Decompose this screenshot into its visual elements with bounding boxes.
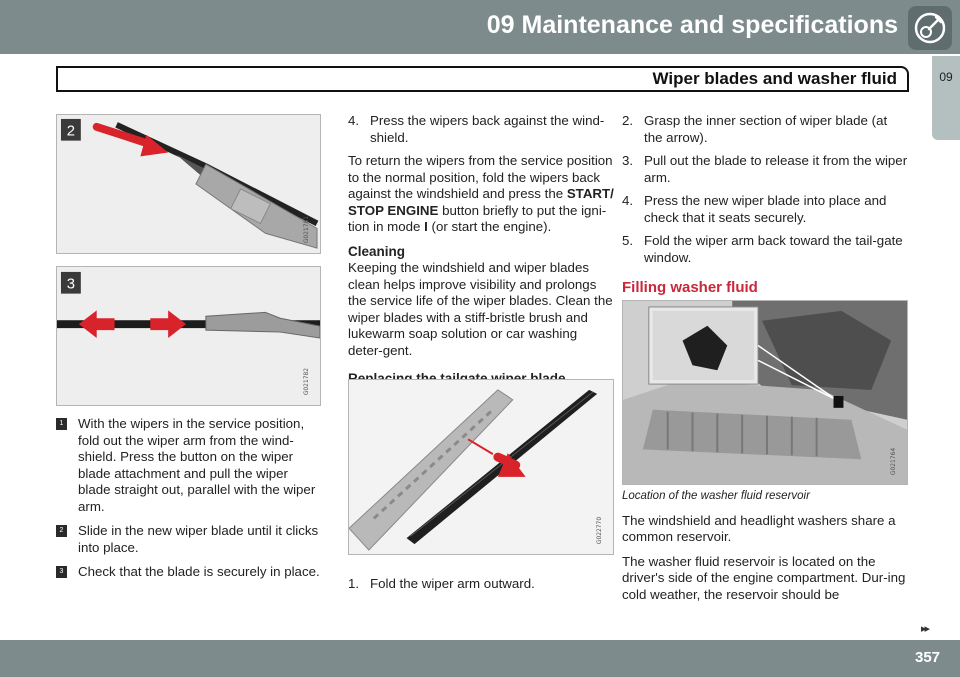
chapter-side-tab (932, 56, 960, 140)
figure-tailgate-wiper: G022770 (348, 379, 614, 555)
list-item: 4. Press the wipers back against the win… (348, 113, 614, 146)
return-paragraph: To return the wipers from the service po… (348, 153, 614, 234)
ignition-mode: I (424, 219, 428, 234)
list-item: 1. Fold the wiper arm outward. (348, 576, 614, 593)
step-number: 4. (622, 193, 634, 208)
start-stop-engine-label: START/ STOP ENGINE (348, 186, 614, 218)
cleaning-paragraph: Keeping the windshield and wiper blades … (348, 260, 613, 358)
continue-arrows-icon: ▸▸ (921, 623, 930, 635)
chapter-side-tab-number: 09 (939, 70, 953, 84)
cleaning-heading: Cleaning (348, 243, 406, 259)
figure-code: G022770 (596, 517, 603, 544)
section-title: Wiper blades and washer fluid (652, 69, 897, 88)
list-item: 2 Slide in the new wiper blade until it … (56, 523, 320, 556)
step-3-label: 3 (67, 277, 75, 293)
chapter-title: 09 Maintenance and specifications (486, 11, 898, 39)
section-header-box: Wiper blades and washer fluid (56, 66, 909, 92)
step-number: 1 (56, 418, 67, 430)
footer-bar (0, 640, 960, 677)
figure-code: G021764 (890, 448, 897, 475)
red-arrow-icon (92, 122, 156, 149)
step-text: Pull out the blade to release it from th… (644, 153, 908, 185)
figure-wiper-step-3: 3 G021782 (56, 266, 321, 406)
list-item: 4. Press the new wiper blade into place … (622, 193, 908, 226)
step-text: Grasp the inner section of wiper blade (… (644, 113, 888, 145)
step-number: 4. (348, 113, 360, 128)
step-text: Press the wipers back against the wind-s… (370, 113, 605, 145)
figure-washer-reservoir: G021764 (622, 300, 908, 485)
figure-code: G021782 (303, 368, 310, 395)
washer-paragraph-1: The windshield and headlight washers sha… (622, 512, 896, 545)
right-step-list: 2. Grasp the inner section of wiper blad… (622, 113, 908, 273)
step-text: Slide in the new wiper blade until it cl… (78, 523, 319, 555)
list-item: 3. Pull out the blade to release it from… (622, 153, 908, 186)
left-step-list: 1 With the wipers in the service positio… (56, 416, 320, 589)
step-number: 3. (622, 153, 634, 168)
step-number: 2. (622, 113, 634, 128)
step-number: 2 (56, 525, 67, 537)
washer-fluid-heading: Filling washer fluid (622, 279, 758, 296)
wrench-gear-icon (908, 6, 952, 50)
figure-wiper-step-2: 2 G021781 (56, 114, 321, 254)
list-item: 3 Check that the blade is securely in pl… (56, 564, 320, 581)
figure-code: G021781 (303, 216, 310, 243)
step-2-label: 2 (67, 124, 75, 140)
list-item: 2. Grasp the inner section of wiper blad… (622, 113, 908, 146)
figure-caption: Location of the washer fluid reservoir (622, 490, 810, 502)
step-text: Fold the wiper arm back toward the tail-… (644, 233, 903, 265)
step-text: Check that the blade is securely in plac… (78, 564, 320, 579)
washer-paragraph-2: The washer fluid reservoir is located on… (622, 553, 906, 602)
list-item: 1 With the wipers in the service positio… (56, 416, 320, 515)
list-item: 5. Fold the wiper arm back toward the ta… (622, 233, 908, 266)
tailgate-step-list: 1. Fold the wiper arm outward. (348, 576, 614, 600)
step-text: Press the new wiper blade into place and… (644, 193, 887, 225)
chapter-header-bar (0, 0, 960, 54)
step-number: 3 (56, 566, 67, 578)
page-number: 357 (915, 649, 941, 666)
step-text: With the wipers in the service position,… (78, 416, 316, 514)
step-number: 5. (622, 233, 634, 248)
step-text: Fold the wiper arm outward. (370, 576, 535, 591)
step-number: 1. (348, 576, 360, 591)
washer-text: Location of the washer fluid reservoir T… (622, 488, 908, 611)
middle-column: 4. Press the wipers back against the win… (348, 113, 614, 398)
